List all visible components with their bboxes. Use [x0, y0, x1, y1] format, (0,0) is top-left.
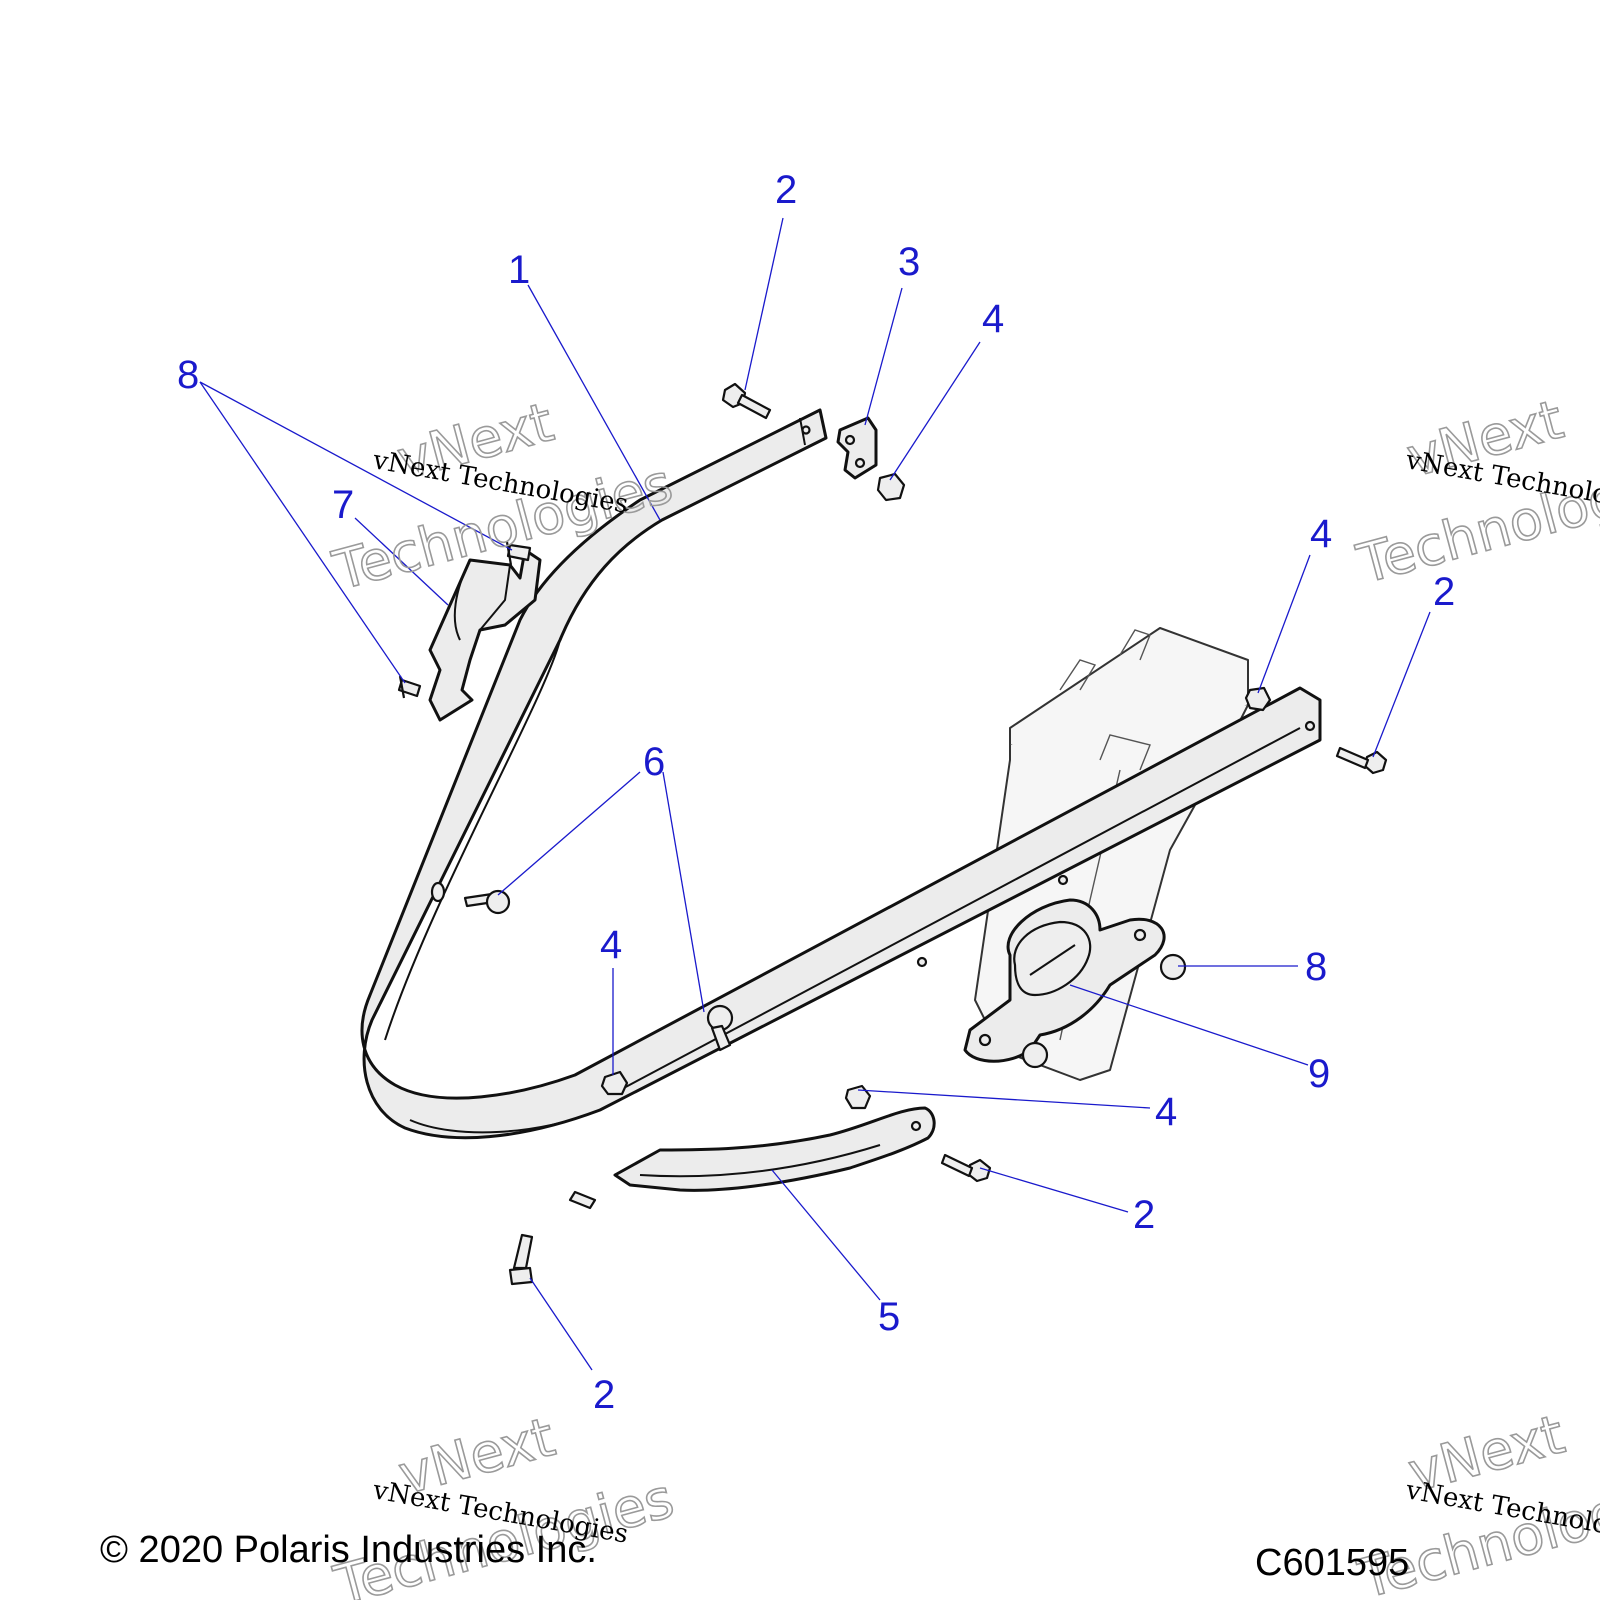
callout-6: 6 [643, 740, 665, 784]
nut-right [1244, 686, 1272, 712]
screw-center [706, 1004, 734, 1052]
callout-8-right: 8 [1305, 945, 1327, 989]
nut-lower-center [844, 1084, 872, 1110]
flange-plate-part [963, 898, 1166, 1069]
callout-3: 3 [898, 240, 920, 284]
callout-2-right: 2 [1433, 570, 1455, 614]
callout-4-left: 4 [600, 923, 622, 967]
pin-lower [397, 675, 422, 699]
copyright-notice: © 2020 Polaris Industries Inc. [100, 1529, 597, 1571]
callout-7: 7 [332, 483, 354, 527]
callout-2-top: 2 [775, 168, 797, 212]
nut-lower-left [600, 1070, 629, 1096]
bracket-part [428, 548, 542, 722]
callout-1: 1 [508, 248, 530, 292]
callout-4-right: 4 [1310, 512, 1332, 556]
bolt-bottom [508, 1233, 534, 1286]
callout-4-top: 4 [982, 297, 1004, 341]
plug-right [1159, 953, 1187, 981]
callout-4-lower: 4 [1155, 1090, 1177, 1134]
callout-5: 5 [878, 1295, 900, 1339]
support-brace-part [568, 1106, 936, 1210]
bolt-right [1335, 746, 1388, 775]
small-plate-part [836, 416, 878, 480]
bolt-top [721, 382, 772, 420]
drawing-number: C601595 [1255, 1542, 1409, 1584]
callout-8-left: 8 [177, 353, 199, 397]
screw-left [463, 889, 511, 915]
callout-9: 9 [1308, 1052, 1330, 1096]
pin-upper [505, 541, 532, 566]
callout-labels: 1 2 3 4 8 7 4 2 6 4 8 9 4 2 5 2 [177, 168, 1455, 1417]
leader-lines [199, 217, 1431, 1371]
bolt-lower-right [940, 1153, 992, 1183]
callout-2-bottom: 2 [593, 1373, 615, 1417]
callout-2-lower-right: 2 [1133, 1193, 1155, 1237]
main-tube-part [360, 408, 1322, 1140]
nut-top [876, 472, 906, 502]
